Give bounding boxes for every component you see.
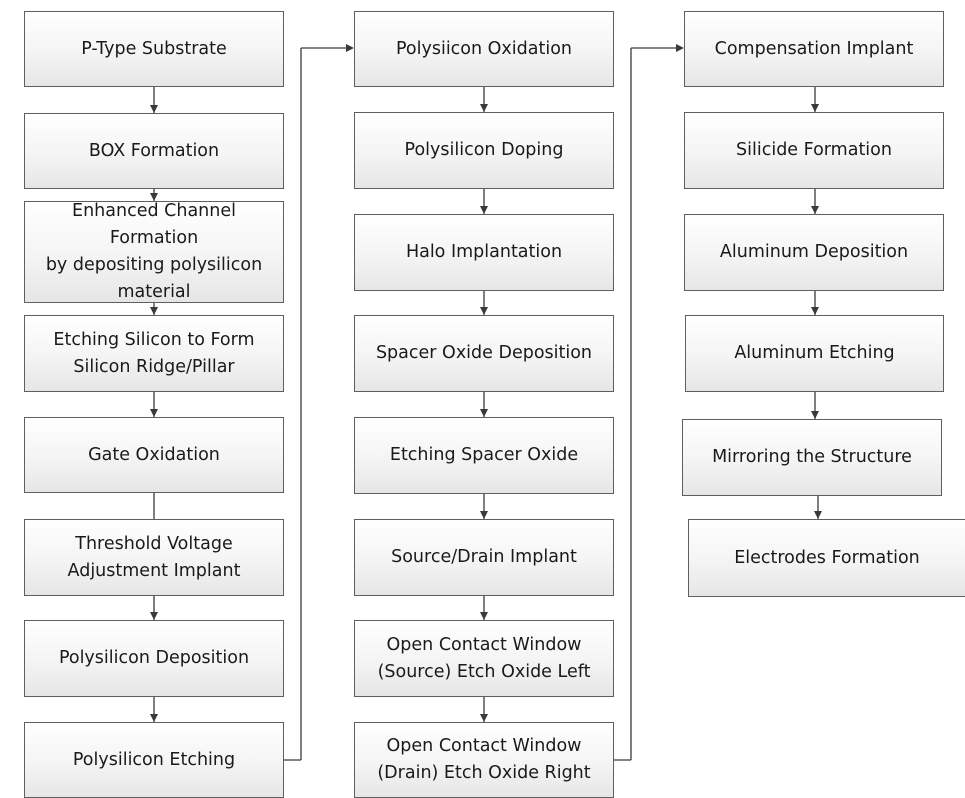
arrowhead [676,44,684,52]
step-halo-implantation: Halo Implantation [354,214,614,291]
step-polysilicon-etching: Polysilicon Etching [24,722,284,798]
arrowhead [811,104,819,112]
step-polysilicon-doping: Polysilicon Doping [354,112,614,189]
arrowhead [150,307,158,315]
arrowhead [150,105,158,113]
step-threshold-voltage-implant: Threshold Voltage Adjustment Implant [24,519,284,596]
arrowhead [811,206,819,214]
arrowhead [480,409,488,417]
step-etching-silicon-ridge: Etching Silicon to Form Silicon Ridge/Pi… [24,315,284,392]
arrowhead [150,193,158,201]
step-aluminum-etching: Aluminum Etching [685,315,944,392]
step-spacer-oxide-deposition: Spacer Oxide Deposition [354,315,614,392]
arrowhead [480,206,488,214]
arrowhead [150,714,158,722]
arrowhead [480,511,488,519]
step-enhanced-channel-formation: Enhanced Channel Formation by depositing… [24,201,284,303]
step-etching-spacer-oxide: Etching Spacer Oxide [354,417,614,494]
arrowhead [811,307,819,315]
step-gate-oxidation: Gate Oxidation [24,417,284,493]
arrowhead [480,307,488,315]
step-compensation-implant: Compensation Implant [684,11,944,87]
arrowhead [150,409,158,417]
step-electrodes-formation: Electrodes Formation [688,519,965,597]
step-open-contact-window-source: Open Contact Window (Source) Etch Oxide … [354,620,614,697]
step-polysilicon-deposition: Polysilicon Deposition [24,620,284,697]
step-source-drain-implant: Source/Drain Implant [354,519,614,596]
arrowhead [480,612,488,620]
step-box-formation: BOX Formation [24,113,284,189]
step-polysilicon-oxidation: Polysiicon Oxidation [354,11,614,87]
step-open-contact-window-drain: Open Contact Window (Drain) Etch Oxide R… [354,722,614,798]
arrowhead [150,612,158,620]
step-silicide-formation: Silicide Formation [684,112,944,189]
arrowhead [480,104,488,112]
arrowhead [811,411,819,419]
arrowhead [480,714,488,722]
step-aluminum-deposition: Aluminum Deposition [684,214,944,291]
step-mirroring-structure: Mirroring the Structure [682,419,942,496]
step-p-type-substrate: P-Type Substrate [24,11,284,87]
arrowhead [814,511,822,519]
arrowhead [346,44,354,52]
